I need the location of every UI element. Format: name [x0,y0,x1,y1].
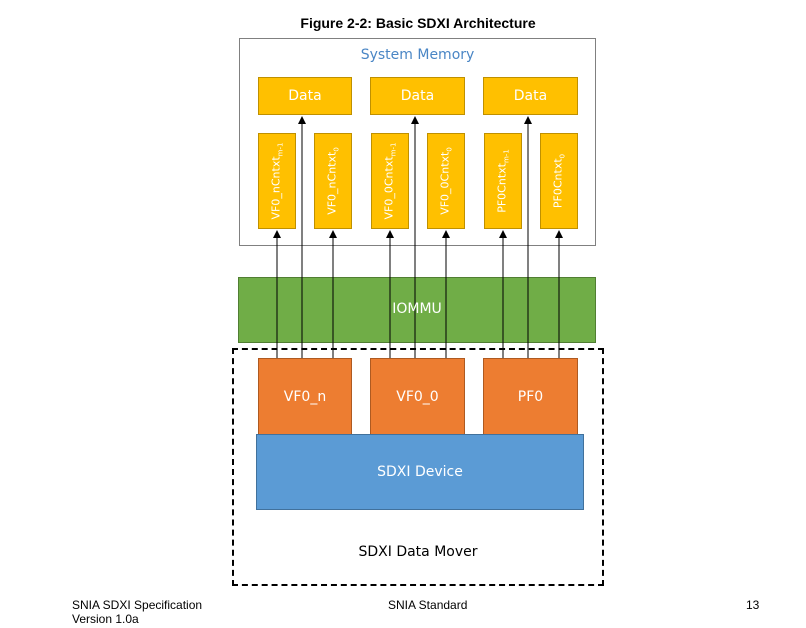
figure-title: Figure 2-2: Basic SDXI Architecture [300,15,536,31]
context-box: PF0Cntxt0 [540,133,578,229]
iommu-box [238,277,596,343]
system-memory-box [239,38,596,246]
footer-version: Version 1.0a [72,612,139,626]
data-box: Data [258,77,352,115]
sdxi-device-box: SDXI Device [256,434,584,510]
footer-standard: SNIA Standard [388,598,468,612]
data-box: Data [483,77,578,115]
data-box: Data [370,77,465,115]
context-box: PF0Cntxtm-1 [484,133,522,229]
context-box: VF0_0Cntxtm-1 [371,133,409,229]
function-box-vf0-n: VF0_n [258,358,352,436]
function-box-pf0: PF0 [483,358,578,436]
data-mover-label: SDXI Data Mover [358,544,478,560]
footer-spec: SNIA SDXI Specification [72,598,203,612]
system-memory-label: System Memory [360,47,475,63]
context-box: VF0_nCntxtm-1 [258,133,296,229]
data-mover-frame [232,348,604,586]
footer-page-number: 13 [746,598,760,612]
context-box: VF0_nCntxt0 [314,133,352,229]
context-box: VF0_0Cntxt0 [427,133,465,229]
function-box-vf0-0: VF0_0 [370,358,465,436]
iommu-label: IOMMU [392,301,442,317]
